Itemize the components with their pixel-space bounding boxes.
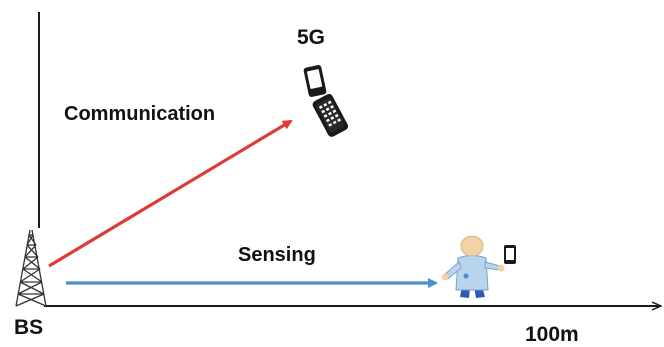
- person-with-phone-icon: [441, 235, 516, 298]
- cell-tower-icon: [15, 229, 47, 307]
- distance-label: 100m: [525, 323, 579, 346]
- base-station-label: BS: [14, 316, 44, 339]
- phone-label: 5G: [297, 26, 326, 49]
- sensing-label: Sensing: [238, 244, 316, 266]
- flip-phone-icon: [303, 65, 349, 137]
- communication-label: Communication: [64, 103, 216, 125]
- communication-arrow: [48, 119, 293, 268]
